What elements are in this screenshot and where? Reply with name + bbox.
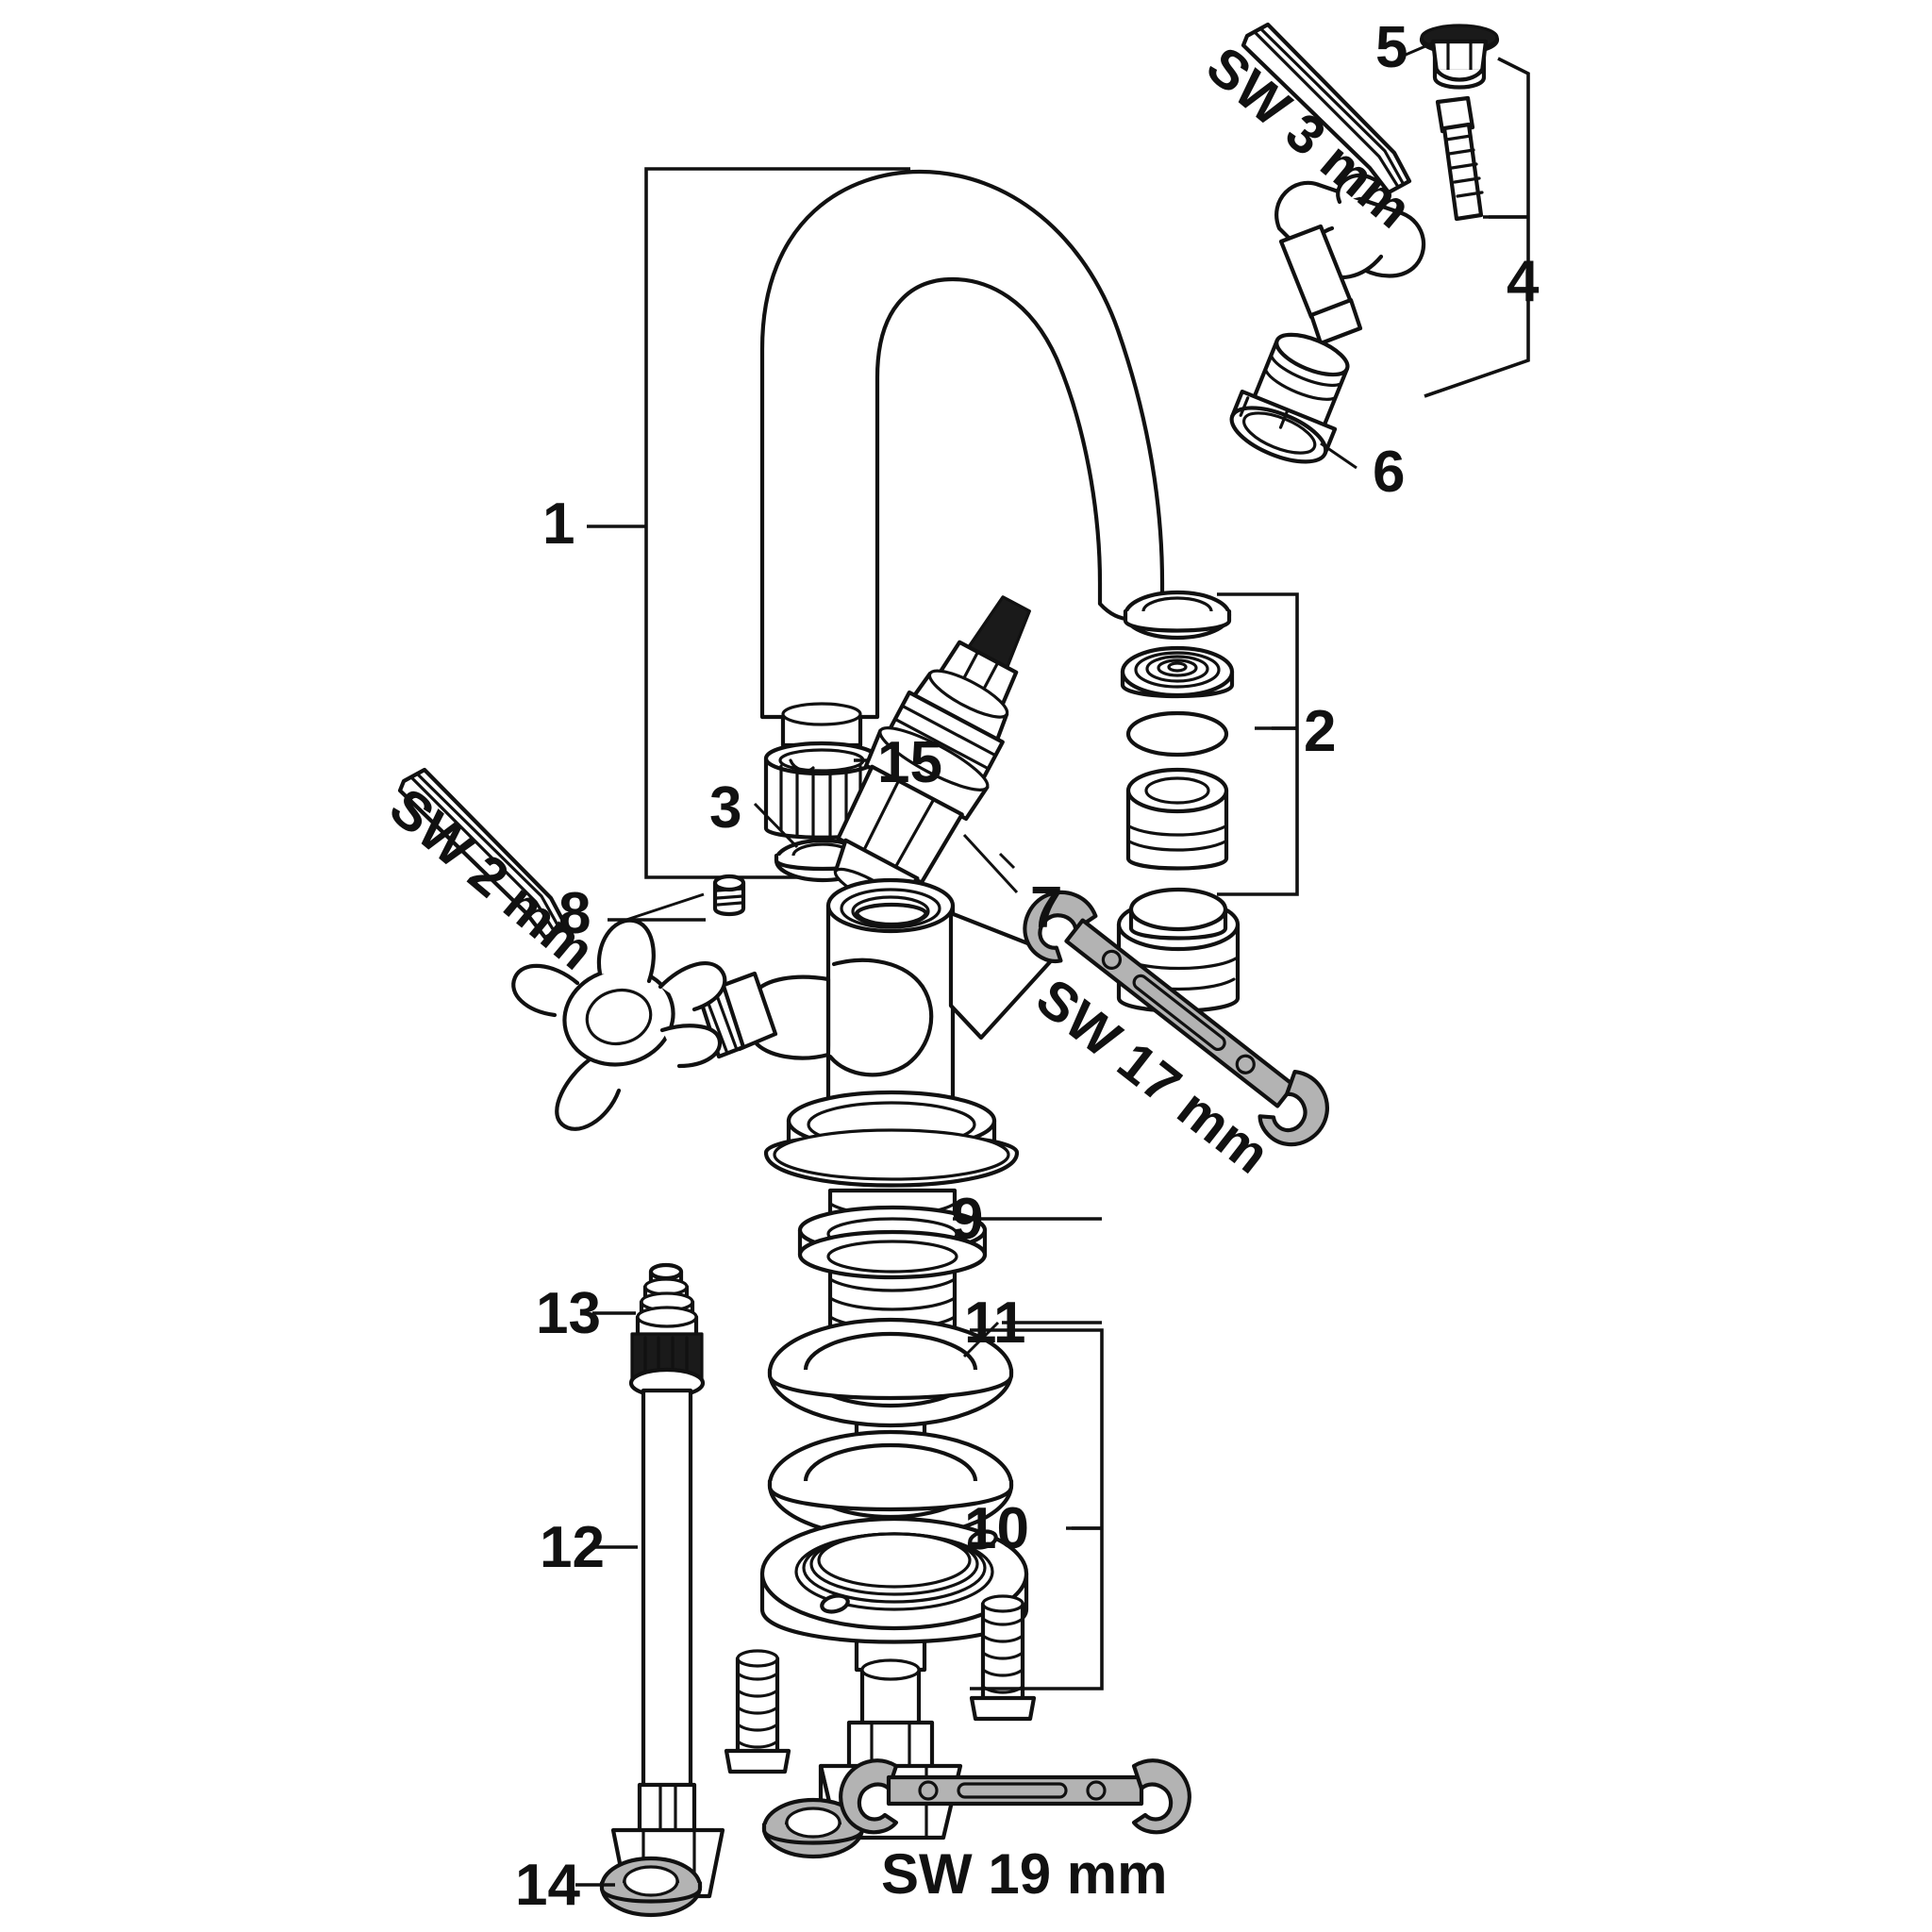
callout-bracket-1: [587, 167, 910, 879]
part-fixing-set-10: [724, 1429, 1037, 1774]
part-sleeve-6: [1229, 332, 1350, 464]
tool-wrench-sw17: [1023, 890, 1330, 1147]
gasket-sw19: [761, 1797, 865, 1859]
fixing-bolt-right: [969, 1594, 1037, 1722]
callout-label-6: 6: [1373, 440, 1406, 505]
part-screw-5: [1435, 95, 1484, 222]
callout-label-3: 3: [709, 775, 742, 841]
callout-bracket-2: [1217, 592, 1299, 896]
aerator-screen: [1120, 645, 1235, 699]
aerator-bushing: [1125, 767, 1229, 871]
part-sealing-washer-11: [767, 1317, 1014, 1428]
leader-7: [998, 852, 1016, 870]
callout-label-7: 7: [1030, 875, 1063, 941]
leader-8: [625, 892, 705, 922]
callout-label-4: 4: [1507, 249, 1540, 314]
part-gasket-14: [599, 1856, 703, 1918]
part-aerator-2: [1116, 590, 1241, 1013]
callout-label-15: 15: [877, 730, 942, 795]
leader-6: [1320, 441, 1357, 470]
part-cover-cap-5: [1419, 24, 1500, 90]
tool-wrench-sw19: [839, 1758, 1191, 1835]
installed-cross-handle: [511, 918, 727, 1131]
callout-label-13: 13: [536, 1281, 601, 1346]
part-hose-nipple-13: [628, 1262, 706, 1399]
callout-label-11: 11: [964, 1291, 1026, 1356]
tool-hex-key-sw2: [397, 767, 569, 941]
leader-5: [1405, 42, 1433, 57]
callout-label-14: 14: [515, 1853, 580, 1918]
tool-hex-key-sw3: [1241, 22, 1412, 195]
fixing-bolt-left: [724, 1649, 791, 1774]
part-handle-4: [1274, 173, 1426, 346]
callout-label-9: 9: [951, 1187, 984, 1252]
callout-label-8: 8: [558, 881, 591, 946]
callout-label-1: 1: [542, 491, 575, 557]
tool-label-sw19: SW 19 mm: [881, 1842, 1168, 1906]
part-flex-hose-12: [610, 1262, 725, 1899]
part-grub-screw-8: [712, 874, 746, 917]
callout-label-2: 2: [1304, 699, 1337, 764]
leader-3: [753, 802, 799, 849]
callout-label-5: 5: [1375, 15, 1408, 80]
part-faucet-body: [511, 877, 1059, 1188]
callout-label-10: 10: [964, 1496, 1029, 1561]
callout-label-12: 12: [540, 1515, 605, 1580]
leader-11: [962, 1321, 1000, 1358]
mounting-plate: [759, 1516, 1029, 1644]
